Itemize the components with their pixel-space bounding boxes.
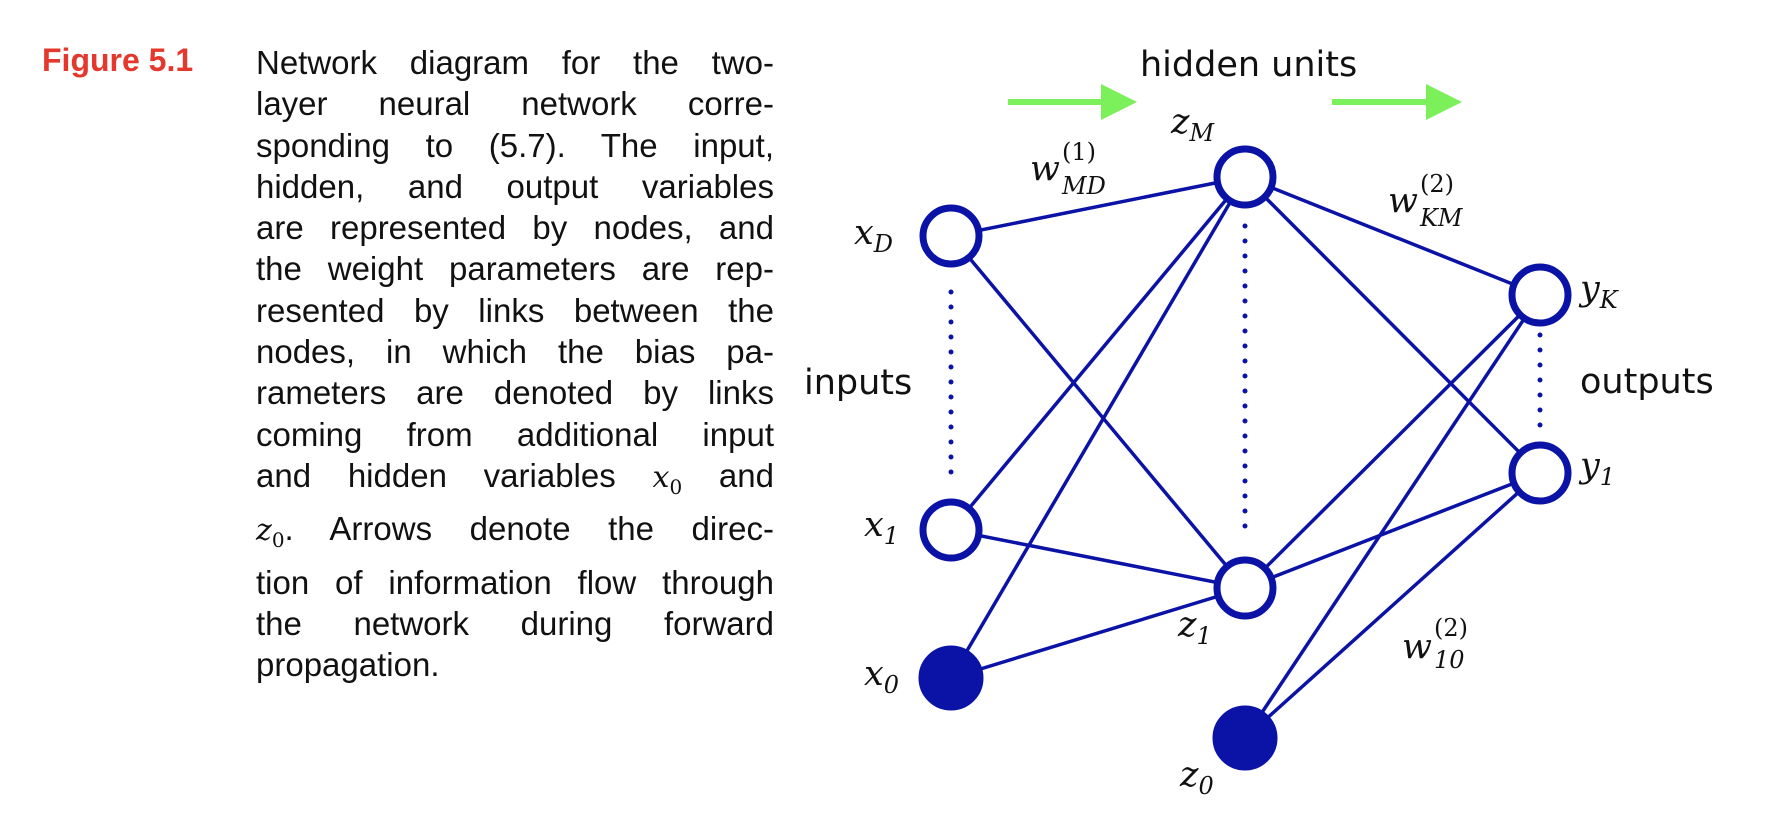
caption-text: . Arrows denote the direc- (284, 510, 774, 548)
caption-text: and (682, 456, 774, 494)
caption-line: sponding to (5.7). The input, (256, 126, 774, 164)
link-xD-zM (950, 175, 1246, 238)
label-weight-md: w (1) MD (1030, 129, 1107, 200)
caption-line: and hidden variables x0 and (256, 455, 774, 508)
math-sub: 1 (1600, 463, 1615, 491)
math-sub: MD (1061, 172, 1106, 200)
node-y1 (1508, 441, 1572, 505)
link-zM-y1 (1243, 175, 1542, 475)
link-zM-yK (1244, 175, 1541, 297)
math-var: x (864, 654, 884, 694)
math-sub: 0 (271, 528, 285, 553)
caption-line: coming from additional input (256, 415, 774, 453)
caption-line: nodes, in which the bias pa- (256, 333, 774, 371)
math-var: z (1170, 102, 1190, 142)
math-sub: 0 (1198, 772, 1213, 800)
math-var: w (1030, 149, 1060, 189)
label-x1: x1 (864, 505, 899, 550)
math-var: z (256, 513, 272, 549)
math-sub: D (873, 230, 893, 258)
math-var: w (1402, 627, 1432, 667)
node-xD (919, 204, 983, 268)
caption-line: layer neural network corre- (256, 85, 774, 123)
caption-line: Network diagram for the two- (256, 44, 774, 81)
link-x1-zM (949, 175, 1247, 532)
label-xD: xD (854, 213, 893, 258)
label-outputs: outputs (1580, 362, 1714, 402)
label-z1: z1 (1177, 605, 1212, 650)
link-xD-z1 (949, 234, 1247, 590)
math-sup: (2) (1420, 170, 1454, 198)
node-x0 (918, 645, 984, 711)
math-var: y (1578, 446, 1601, 486)
figure-label: Figure 5.1 (42, 42, 194, 78)
node-z1 (1213, 556, 1277, 620)
node-yK (1508, 263, 1572, 327)
link-x0-z1 (950, 586, 1246, 680)
link-z0-yK (1243, 294, 1542, 739)
caption-line: rameters are denoted by links (256, 374, 774, 412)
math-var: w (1388, 181, 1418, 221)
label-weight-10: w (2) 10 (1402, 605, 1479, 674)
caption-line: z0. Arrows denote the direc- (256, 508, 774, 561)
label-zM: zM (1170, 102, 1215, 147)
caption-text: and hidden variables (256, 456, 653, 494)
math-var: x (864, 505, 884, 545)
math-sub: 10 (1434, 646, 1465, 674)
math-sub: 0 (884, 671, 899, 699)
link-z1-yK (1243, 293, 1542, 590)
math-sub: K (1599, 286, 1620, 314)
math-sub: 1 (1196, 622, 1211, 650)
caption-line: tion of information flow through (256, 563, 774, 601)
math-var: z (1179, 755, 1199, 795)
caption-line: propagation. (256, 646, 440, 684)
link-z1-y1 (1244, 471, 1541, 590)
link-x0-zM (949, 176, 1247, 679)
caption-math-x0: x0 (652, 459, 683, 499)
math-sub: 1 (884, 522, 899, 550)
math-sup: (1) (1062, 138, 1096, 166)
math-var: z (1177, 605, 1197, 645)
label-weight-km: w (2) KM (1388, 161, 1465, 232)
links (949, 175, 1542, 740)
label-y1: y1 (1578, 446, 1615, 491)
caption-math-z0: z0 (256, 513, 285, 552)
label-z0: z0 (1179, 755, 1214, 800)
label-x0: x0 (864, 654, 899, 699)
caption-line: resented by links between the (256, 291, 774, 329)
caption-line: are represented by nodes, and (256, 209, 774, 247)
math-var: x (652, 459, 670, 495)
label-yK: yK (1578, 269, 1620, 314)
caption-line: hidden, and output variables (256, 167, 774, 205)
node-z0 (1212, 705, 1278, 771)
link-x1-z1 (950, 528, 1246, 590)
math-sub: M (1188, 119, 1215, 147)
node-zM (1213, 145, 1277, 209)
math-var: y (1578, 269, 1601, 309)
math-sub: 0 (669, 474, 683, 499)
math-sub: KM (1419, 204, 1464, 232)
label-inputs: inputs (804, 363, 912, 403)
label-hidden-units: hidden units (1140, 45, 1357, 85)
node-x1 (919, 498, 983, 562)
caption-line: the network during forward (256, 604, 774, 642)
math-var: x (854, 213, 874, 253)
figure-caption: Network diagram for the two- layer neura… (256, 42, 774, 685)
caption-line: the weight parameters are rep- (256, 250, 774, 288)
math-sup: (2) (1434, 614, 1468, 642)
link-z0-y1 (1243, 471, 1542, 740)
